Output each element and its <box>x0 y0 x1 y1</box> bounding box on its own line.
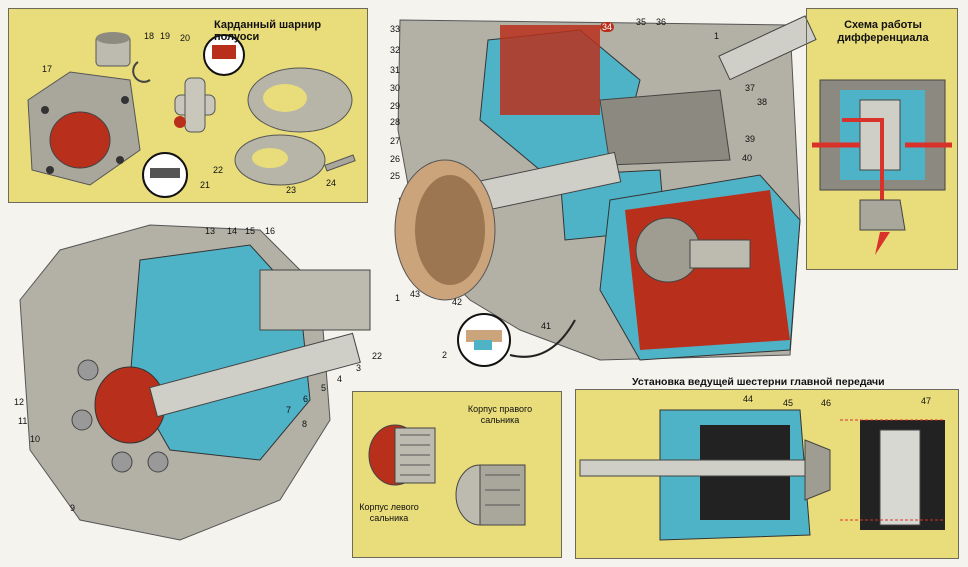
callout-7: 7 <box>286 405 292 415</box>
differential-title: Схема работы дифференциала <box>837 19 929 44</box>
callout-27: 27 <box>390 136 401 146</box>
yoke-fork <box>234 67 353 186</box>
callout-15: 15 <box>245 226 256 236</box>
callout-9: 9 <box>70 503 76 513</box>
right-seal-housing <box>455 464 526 526</box>
callout-25: 25 <box>390 171 401 181</box>
callout-1-top: 1 <box>714 31 720 41</box>
callout-24: 24 <box>326 178 337 188</box>
callout-39: 39 <box>745 134 756 144</box>
callout-35: 35 <box>636 17 647 27</box>
right-seal-caption: Корпус правого сальника <box>467 404 533 425</box>
callout-11: 11 <box>18 416 28 426</box>
callout-37: 37 <box>745 83 756 93</box>
callout-1-mid: 1 <box>395 293 401 303</box>
callout-40: 40 <box>742 153 753 163</box>
callout-30: 30 <box>390 83 401 93</box>
seal-detail-circle <box>203 34 245 76</box>
needle-bearing-cup <box>95 32 131 67</box>
callout-23: 23 <box>286 185 297 195</box>
differential-panel: Схема работы дифференциала <box>806 8 958 270</box>
callout-26: 26 <box>390 154 401 164</box>
callout-20: 20 <box>180 33 191 43</box>
callout-16: 16 <box>265 226 276 236</box>
callout-42: 42 <box>452 297 463 307</box>
cv-joint-flange <box>27 71 141 186</box>
drive-gear-assembly <box>579 409 945 541</box>
callout-47: 47 <box>921 396 932 406</box>
callout-22-top: 22 <box>213 165 224 175</box>
callout-6: 6 <box>303 394 309 404</box>
callout-18: 18 <box>144 31 155 41</box>
callout-29: 29 <box>390 101 401 111</box>
callout-4: 4 <box>337 374 343 384</box>
cross-spider <box>174 77 216 133</box>
final-drive-ring-gear <box>599 174 801 361</box>
shaft-pin <box>324 154 356 172</box>
callout-10: 10 <box>30 434 41 444</box>
callout-46: 46 <box>821 398 832 408</box>
callout-41: 41 <box>541 321 552 331</box>
callout-17: 17 <box>42 64 53 74</box>
callout-21: 21 <box>200 180 211 190</box>
callout-13: 13 <box>205 226 216 236</box>
callout-32: 32 <box>390 45 401 55</box>
callout-22-mid: 22 <box>372 351 383 361</box>
callout-36: 36 <box>656 17 667 27</box>
differential-cutaway <box>812 79 952 255</box>
seals-panel: Корпус левого сальника Корпус правого са… <box>352 391 562 558</box>
small-seal-inset <box>457 313 511 367</box>
callout-34: 34 <box>600 22 615 32</box>
left-seal-caption: Корпус левого сальника <box>359 502 419 523</box>
cv-joint-title: Карданный шарнир полуоси <box>214 19 322 43</box>
drive-gear-title: Установка ведущей шестерни главной перед… <box>632 376 885 388</box>
callout-2: 2 <box>442 350 448 360</box>
callout-3: 3 <box>356 363 362 373</box>
callout-38: 38 <box>757 97 768 107</box>
callout-5: 5 <box>321 383 327 393</box>
callout-33: 33 <box>390 24 401 34</box>
callout-44: 44 <box>743 394 754 404</box>
cv-joint-panel: Карданный шарнир полуоси <box>8 8 368 203</box>
drive-gear-panel <box>575 389 959 559</box>
callout-8: 8 <box>302 419 308 429</box>
callout-19: 19 <box>160 31 171 41</box>
grease-fitting-detail <box>142 152 188 198</box>
callout-28: 28 <box>390 117 401 127</box>
callout-12: 12 <box>14 397 25 407</box>
callout-43: 43 <box>410 289 421 299</box>
snap-ring <box>132 61 151 83</box>
callout-45: 45 <box>783 398 794 408</box>
clutch-bell <box>394 159 496 301</box>
callout-14: 14 <box>227 226 238 236</box>
left-seal-housing <box>368 424 436 486</box>
callout-31: 31 <box>390 65 401 75</box>
clutch-housing <box>19 224 371 541</box>
inset-pointer-arrow <box>509 319 576 358</box>
